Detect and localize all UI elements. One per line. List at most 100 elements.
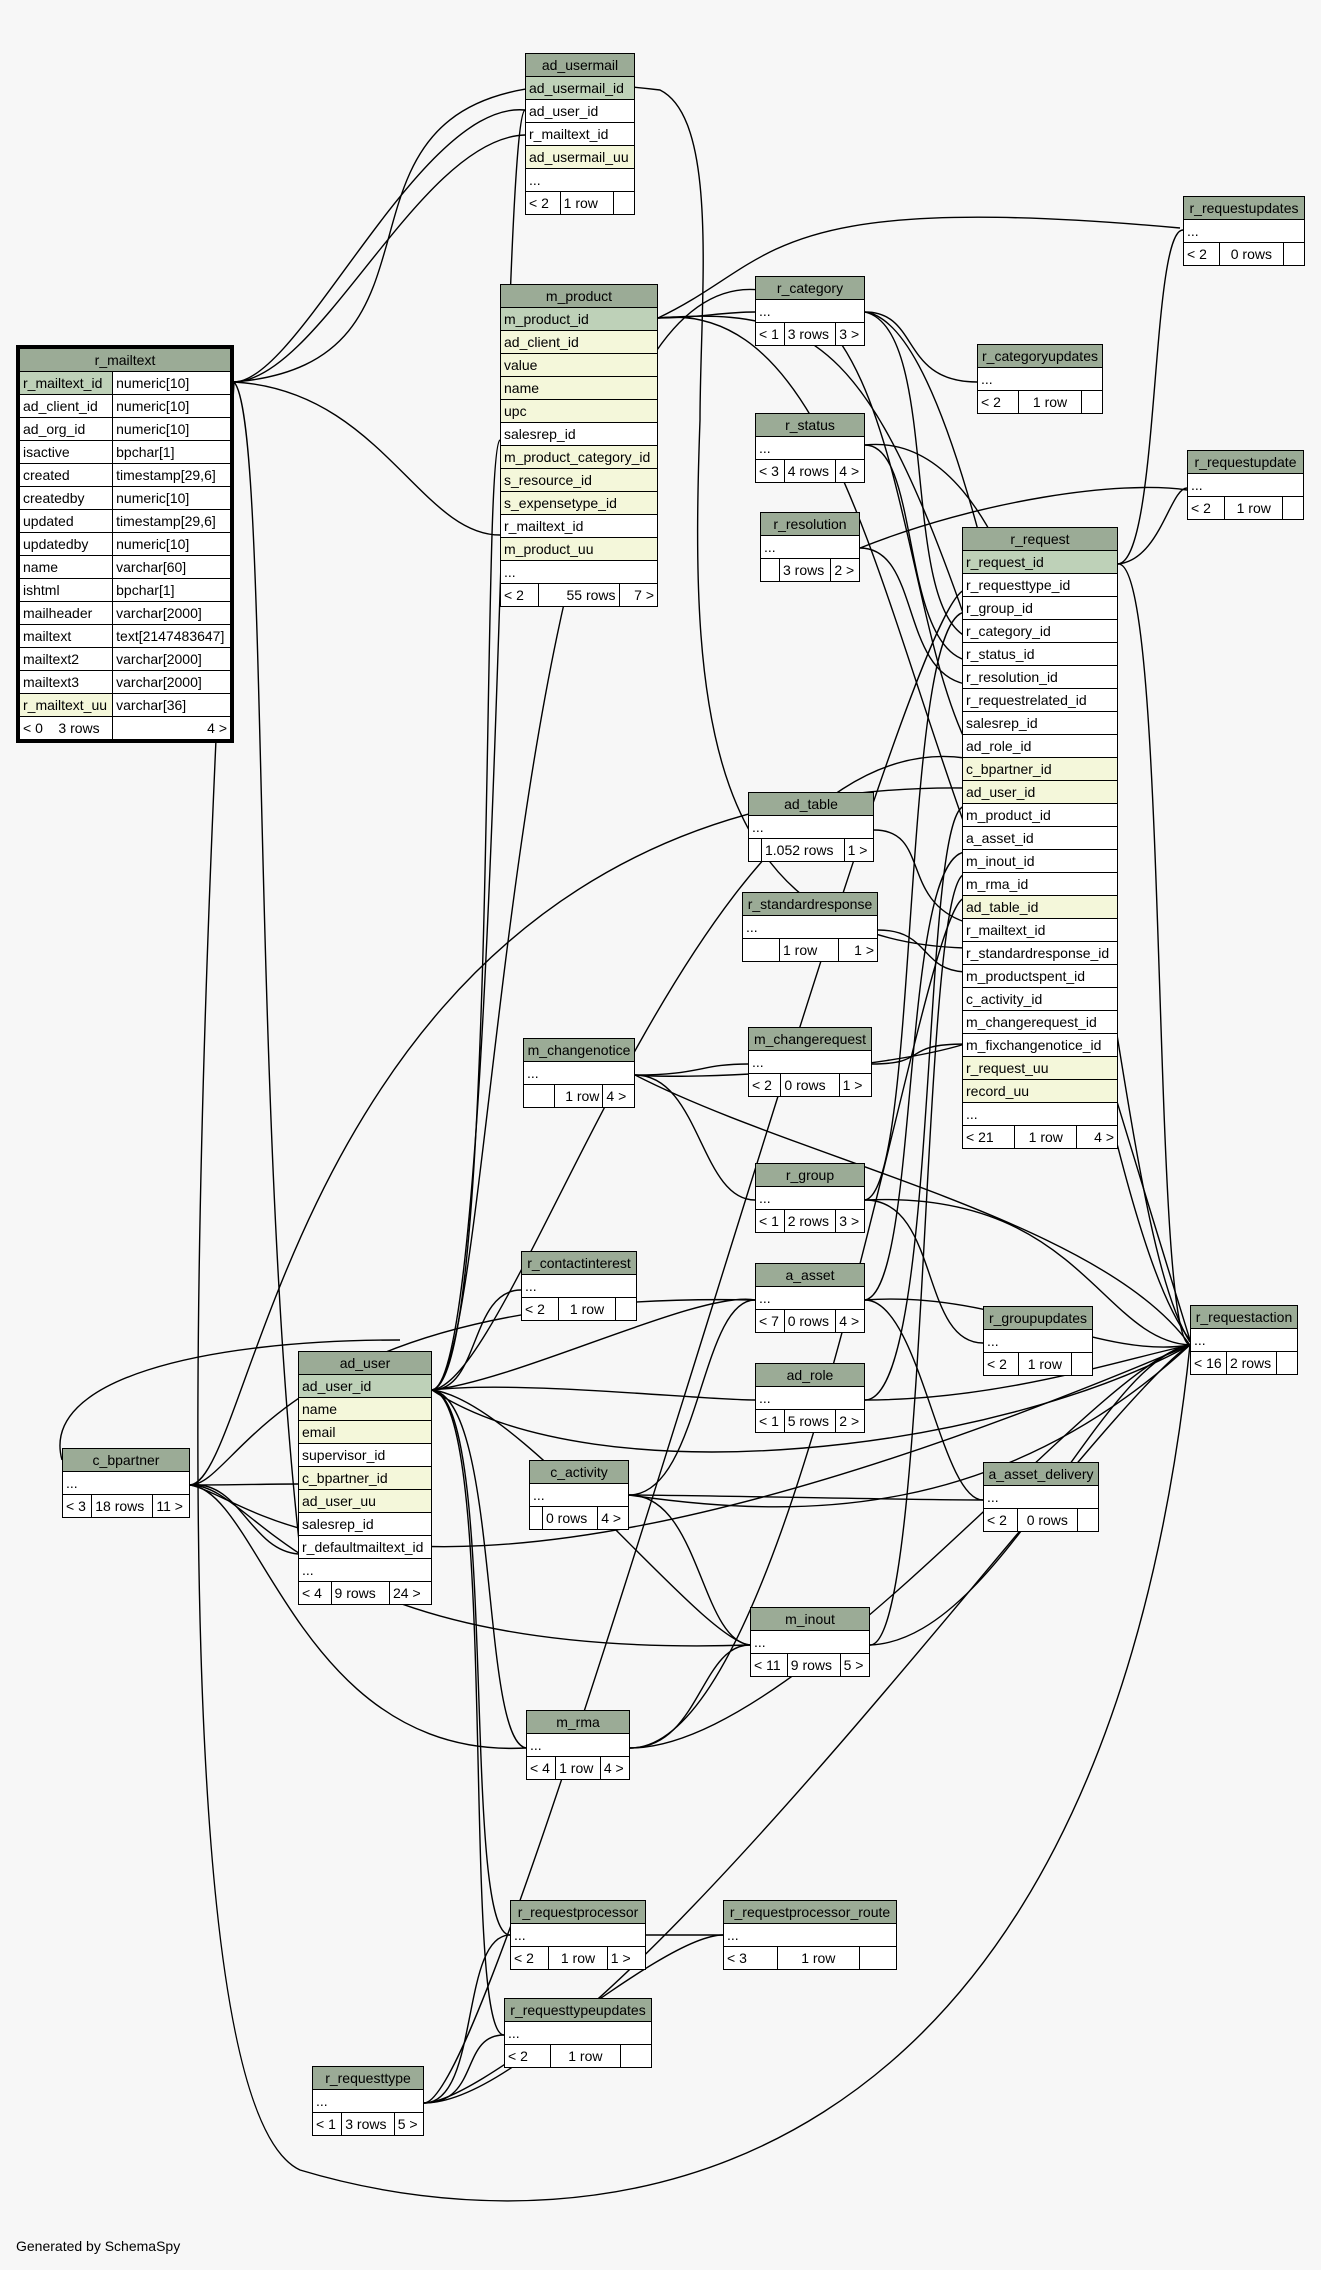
parents-count[interactable] <box>523 1084 555 1108</box>
table-title: c_bpartner <box>62 1448 190 1472</box>
children-count[interactable]: 7 > <box>618 583 659 607</box>
parents-count[interactable] <box>760 558 780 582</box>
column-name: c_bpartner_id <box>298 1466 432 1490</box>
parents-count[interactable]: < 1 <box>755 1209 785 1233</box>
children-count[interactable] <box>613 191 635 215</box>
parents-count[interactable]: < 2 <box>983 1352 1019 1376</box>
parents-count[interactable] <box>742 938 780 962</box>
parents-count[interactable] <box>529 1506 543 1530</box>
parents-count[interactable]: < 2 <box>504 2044 551 2068</box>
parents-count[interactable]: < 16 <box>1190 1351 1227 1375</box>
parents-count[interactable]: < 2 <box>976 390 1020 414</box>
row-count: 3 rows <box>783 322 837 346</box>
children-count[interactable] <box>1276 1351 1298 1375</box>
parents-count[interactable]: < 2 <box>1183 242 1220 266</box>
children-count[interactable]: 5 > <box>839 1653 871 1677</box>
parents-count[interactable]: < 2 <box>983 1508 1018 1532</box>
column-name: r_request_id <box>962 550 1118 574</box>
children-count[interactable]: 2 > <box>830 558 860 582</box>
parents-count[interactable]: < 11 <box>750 1653 788 1677</box>
parents-count[interactable]: < 4 <box>298 1581 332 1605</box>
children-count[interactable] <box>1077 1508 1099 1532</box>
parents-count[interactable]: < 2 <box>509 1946 550 1970</box>
table-ad-usermail[interactable]: ad_usermail ad_usermail_id ad_user_id r_… <box>525 53 635 215</box>
children-count[interactable]: 1 > <box>843 838 875 862</box>
children-count[interactable] <box>1283 242 1305 266</box>
children-count[interactable]: 1 > <box>838 1073 873 1097</box>
children-count[interactable] <box>615 1297 637 1321</box>
parents-count[interactable]: < 2 <box>525 191 561 215</box>
row-count: 1 row <box>1018 390 1082 414</box>
children-count[interactable]: 11 > <box>152 1494 190 1518</box>
children-count[interactable]: 1 > <box>606 1946 647 1970</box>
parents-count[interactable]: < 1 <box>311 2112 343 2136</box>
parents-count[interactable]: < 1 <box>755 1409 785 1433</box>
children-count[interactable]: 4 > <box>599 1756 631 1780</box>
children-count[interactable] <box>859 1946 897 1970</box>
children-count[interactable]: 24 > <box>388 1581 433 1605</box>
children-count[interactable]: 3 > <box>835 1209 865 1233</box>
children-count[interactable]: 4 > <box>597 1506 629 1530</box>
parents-count[interactable]: < 3 <box>723 1946 778 1970</box>
column-name: ... <box>977 367 1103 391</box>
children-count[interactable] <box>1071 1352 1093 1376</box>
parents-count[interactable] <box>748 838 762 862</box>
parents-count[interactable]: < 7 <box>755 1309 785 1333</box>
children-count[interactable]: 4 > <box>835 1309 865 1333</box>
parents-count[interactable]: < 2 <box>499 583 540 607</box>
parents-count[interactable]: < 3 <box>61 1494 93 1518</box>
children-count[interactable]: 4 > <box>602 1084 635 1108</box>
parents-count[interactable]: < 2 <box>1186 496 1226 520</box>
parents-count[interactable]: < 0 3 rows <box>17 716 114 742</box>
parents-count[interactable]: < 2 <box>747 1073 782 1097</box>
children-count[interactable]: 4 > <box>835 459 865 483</box>
table-r-request[interactable]: r_request r_request_id r_requesttype_id … <box>961 527 1118 1149</box>
children-count[interactable]: 5 > <box>393 2112 425 2136</box>
parents-count[interactable]: < 2 <box>520 1297 560 1321</box>
children-count[interactable] <box>620 2044 652 2068</box>
children-count[interactable] <box>1081 390 1103 414</box>
children-count[interactable]: 4 > <box>112 716 233 742</box>
children-count[interactable]: 4 > <box>1076 1125 1118 1149</box>
table-ad-user[interactable]: ad_user ad_user_id name email supervisor… <box>298 1351 433 1605</box>
children-count[interactable]: 3 > <box>835 322 865 346</box>
parents-count[interactable]: < 1 <box>755 322 785 346</box>
table-m-product[interactable]: m_product m_product_id ad_client_id valu… <box>499 284 659 607</box>
column-name: m_productspent_id <box>962 964 1118 988</box>
parents-count[interactable]: < 3 <box>755 459 785 483</box>
children-count[interactable] <box>1282 496 1304 520</box>
parents-count[interactable]: < 21 <box>961 1125 1016 1149</box>
children-count[interactable]: 2 > <box>835 1409 865 1433</box>
row-count: 0 rows <box>1218 242 1285 266</box>
children-count[interactable]: 1 > <box>838 938 878 962</box>
relationship-line <box>423 589 966 2104</box>
parents-count[interactable]: < 4 <box>525 1756 557 1780</box>
column-name: upc <box>500 399 658 423</box>
